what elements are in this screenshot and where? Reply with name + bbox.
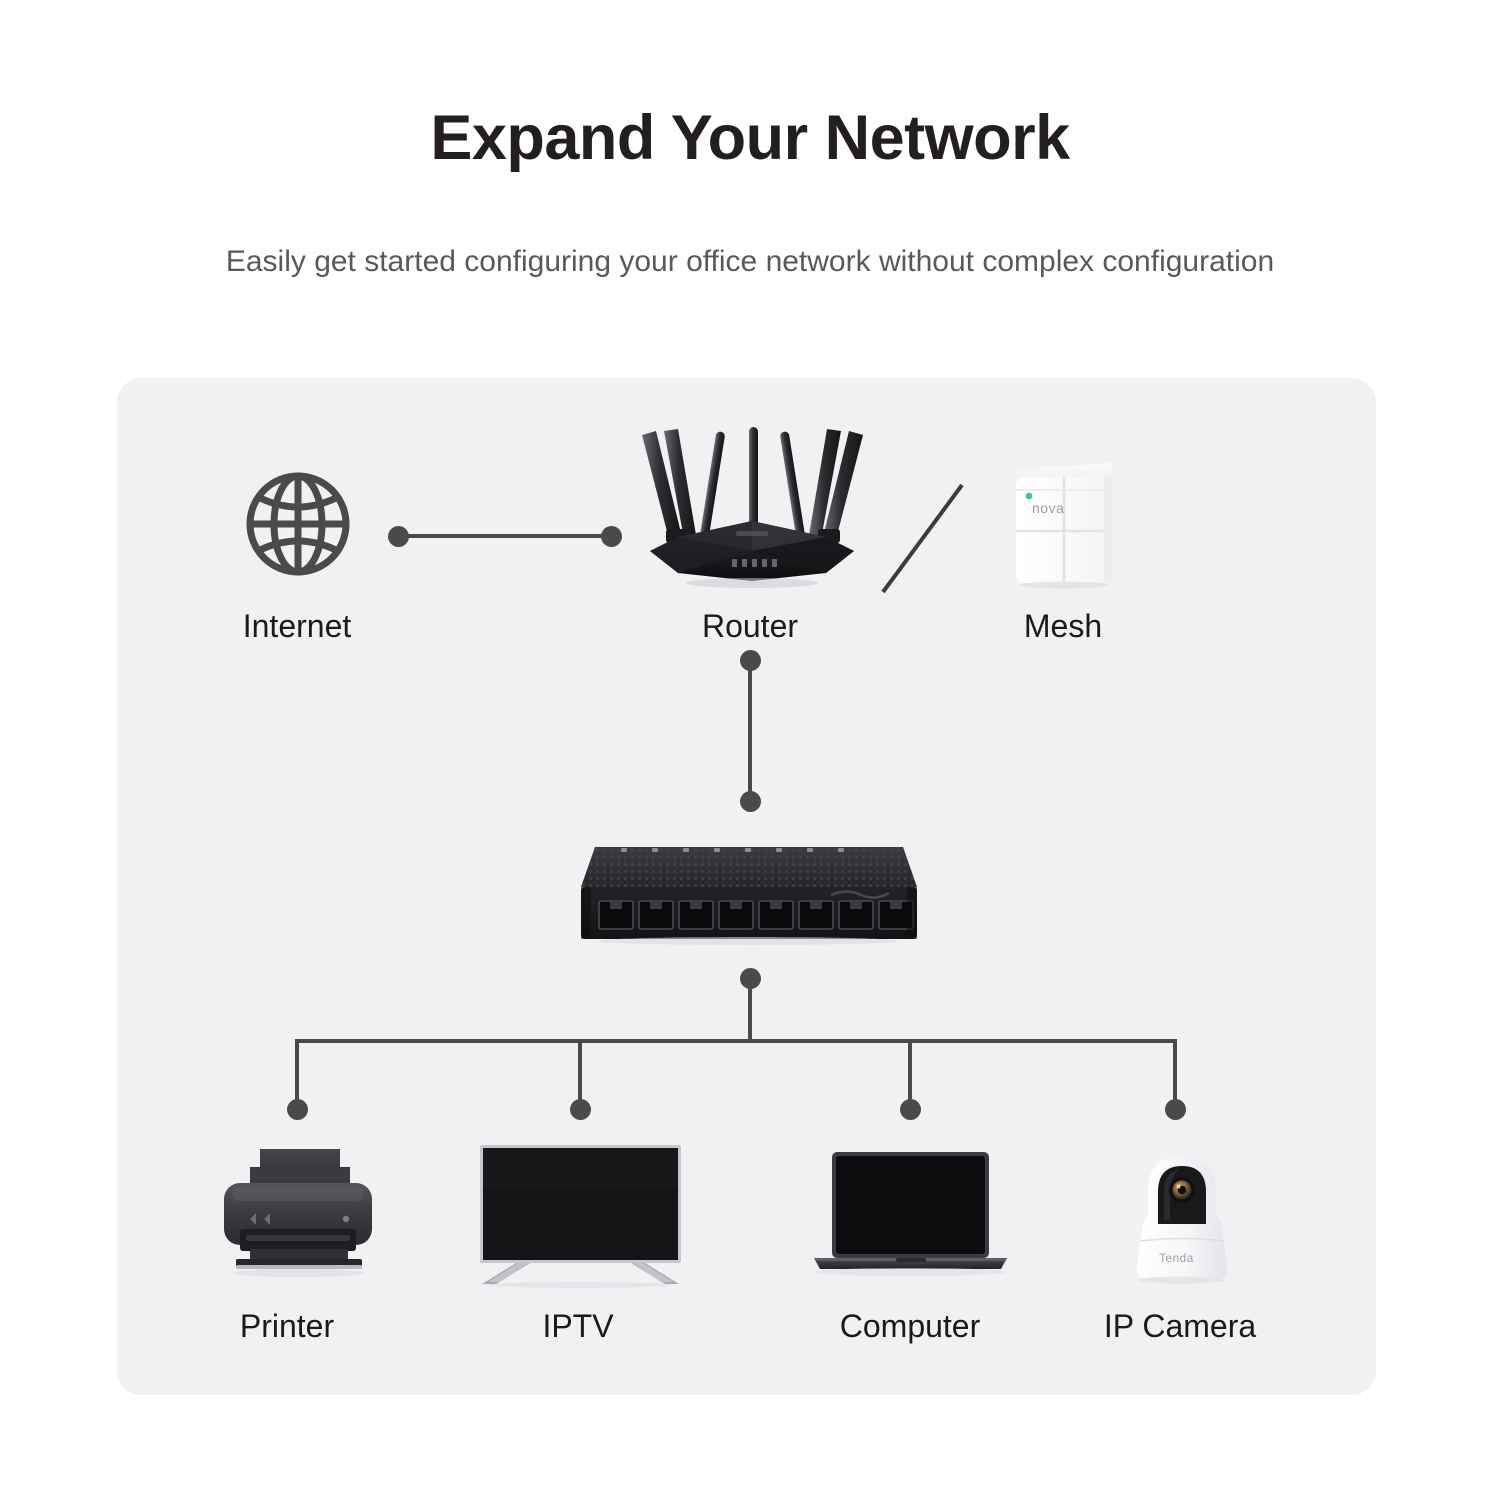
ethernet-switch-icon bbox=[573, 833, 925, 953]
link-node-printer bbox=[287, 1099, 308, 1120]
globe-icon bbox=[246, 472, 350, 576]
ip-camera-icon: Tenda bbox=[1126, 1140, 1238, 1285]
link-node-router-west bbox=[601, 526, 622, 547]
link-router-mesh bbox=[881, 483, 964, 594]
bus-drop-ipcamera bbox=[1173, 1039, 1177, 1111]
label-router: Router bbox=[701, 608, 799, 644]
bus-drop-computer bbox=[908, 1039, 912, 1111]
label-mesh: Mesh bbox=[1023, 608, 1103, 644]
laptop-icon bbox=[808, 1148, 1013, 1283]
link-router-switch bbox=[748, 660, 752, 802]
distribution-bus bbox=[295, 1039, 1177, 1043]
svg-text:Tenda: Tenda bbox=[1159, 1251, 1194, 1265]
mesh-node-icon: nova bbox=[1008, 443, 1120, 589]
svg-text:nova: nova bbox=[1032, 500, 1064, 516]
bus-drop-iptv bbox=[578, 1039, 582, 1111]
page-subtitle: Easily get started configuring your offi… bbox=[225, 245, 1275, 278]
label-ipcamera: IP Camera bbox=[1103, 1308, 1257, 1344]
label-internet: Internet bbox=[242, 608, 352, 644]
link-node-switch-north bbox=[740, 791, 761, 812]
link-node-computer bbox=[900, 1099, 921, 1120]
link-internet-router bbox=[398, 534, 611, 538]
link-switch-to-bus bbox=[748, 978, 752, 1042]
page-title: Expand Your Network bbox=[430, 103, 1070, 173]
television-icon bbox=[478, 1143, 683, 1288]
printer-icon bbox=[216, 1143, 380, 1289]
wifi-router-icon bbox=[630, 425, 875, 590]
label-computer: Computer bbox=[839, 1308, 981, 1344]
label-iptv: IPTV bbox=[542, 1308, 614, 1344]
bus-drop-printer bbox=[295, 1039, 299, 1111]
label-printer: Printer bbox=[239, 1308, 335, 1344]
link-node-ipcamera bbox=[1165, 1099, 1186, 1120]
link-node-iptv bbox=[570, 1099, 591, 1120]
